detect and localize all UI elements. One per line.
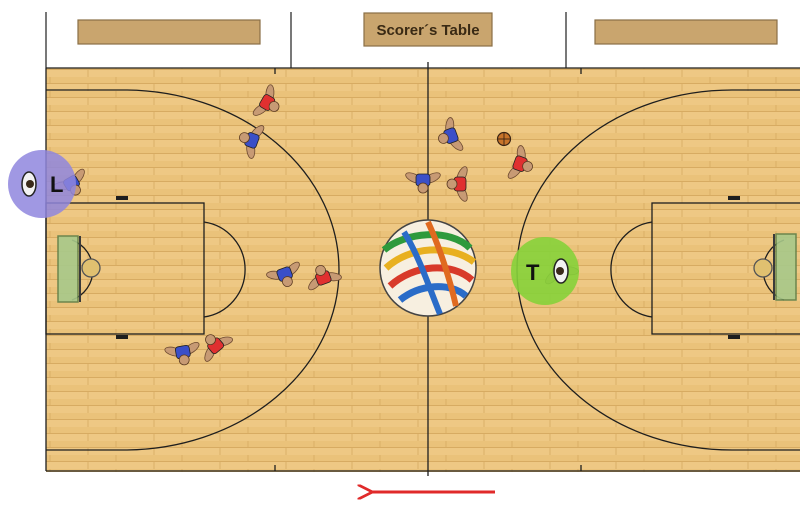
player-body-part [178,354,190,366]
player-blue-team [164,341,200,366]
team-bench-right [594,19,778,45]
center-court-logo [379,219,477,317]
player-red-team [507,145,533,179]
referee-icon [553,258,569,284]
referee-trail-letter: T [526,260,540,285]
team-bench-left [77,19,261,45]
player-body-part [239,132,250,144]
player-body-part [417,182,429,194]
player-red-team [252,84,280,116]
bench-area: Scorer´s Table [45,12,778,68]
referee-icon [21,171,37,197]
referee-lead-letter: L [50,172,63,197]
player-blue-team [239,125,265,159]
free-throw-arc-left [203,221,246,318]
player-red-team [446,166,468,202]
referee-trail: T [511,237,579,305]
free-throw-arc-right [610,221,653,318]
scorers-table [363,12,493,47]
player-red-team [204,334,233,362]
player-body-part [522,160,533,172]
player-body-part [205,334,216,346]
player-blue-team [266,261,300,287]
referee-lead: L [8,150,76,218]
player-body-part [268,101,280,112]
player-body-part [315,265,327,276]
player-body-part [446,178,458,190]
basket-right [753,233,797,301]
player-body-part [438,132,449,144]
player-blue-team [438,117,464,151]
referee-lead-marker [8,150,76,218]
basketball-icon [496,131,512,147]
key-right [651,202,800,335]
referee-trail-marker [511,237,579,305]
basket-left [57,235,101,303]
three-point-line-left [46,89,340,451]
key-left [45,202,205,335]
player-blue-team [405,172,441,194]
player-body-part [281,276,293,287]
player-red-team [308,265,342,291]
scorers-table-label: Scorer´s Table [376,22,479,39]
